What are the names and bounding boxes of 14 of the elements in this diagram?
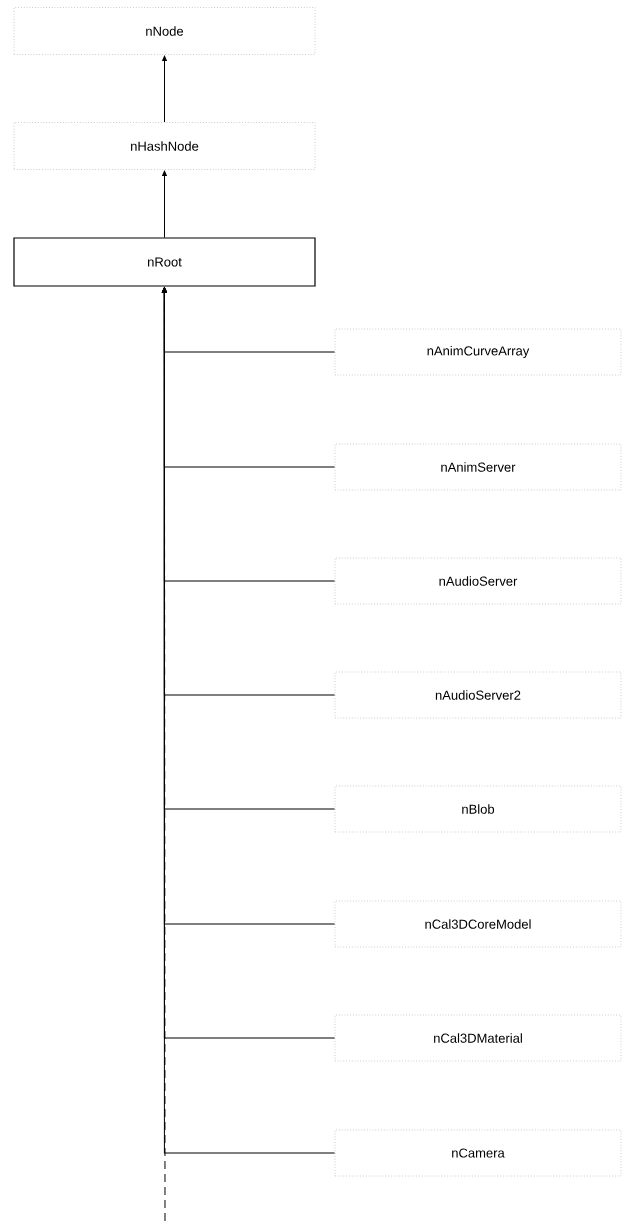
class-box: nRoot: [13, 237, 316, 287]
class-box: nAudioServer2: [334, 671, 622, 719]
arrow: [162, 170, 167, 238]
class-box: nCal3DMaterial: [334, 1014, 622, 1062]
class-box: nNode: [13, 7, 316, 55]
class-box: nAnimServer: [334, 443, 622, 491]
class-box: nAudioServer: [334, 557, 622, 605]
arrow: [162, 55, 167, 123]
class-box: nCamera: [334, 1129, 622, 1177]
arrow: [162, 287, 167, 1221]
class-box: nAnimCurveArray: [334, 328, 622, 376]
class-box: nCal3DCoreModel: [334, 900, 622, 948]
class-box: nHashNode: [13, 122, 316, 170]
class-box: nBlob: [334, 785, 622, 833]
